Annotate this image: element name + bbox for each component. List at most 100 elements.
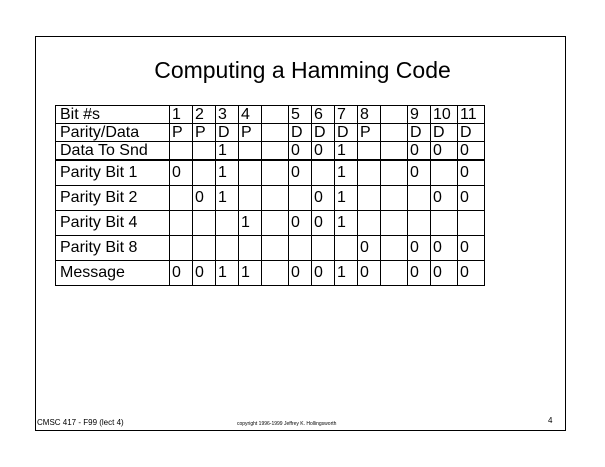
- bit-cell: [357, 185, 381, 211]
- spacer-cell: [261, 141, 289, 161]
- bit-cell: [357, 210, 381, 236]
- bit-cell: 1: [238, 210, 262, 236]
- spacer-cell: [380, 260, 408, 286]
- bit-cell: 1: [334, 159, 358, 186]
- bit-cell: [192, 210, 216, 236]
- bit-cell: [430, 159, 458, 186]
- spacer-cell: [261, 185, 289, 211]
- bit-cell: 0: [357, 235, 381, 261]
- bit-cell: D: [407, 123, 431, 142]
- bit-cell: [334, 235, 358, 261]
- bit-cell: 0: [311, 210, 335, 236]
- bit-cell: P: [169, 123, 193, 142]
- row-label: Bit #s: [55, 105, 170, 124]
- bit-cell: 0: [288, 260, 312, 286]
- bit-cell: [238, 235, 262, 261]
- spacer-cell: [380, 123, 408, 142]
- spacer-cell: [380, 141, 408, 161]
- bit-cell: 0: [407, 235, 431, 261]
- bit-cell: 0: [457, 260, 485, 286]
- spacer-cell: [380, 185, 408, 211]
- bit-cell: 1: [215, 185, 239, 211]
- row-label: Data To Snd: [55, 141, 170, 161]
- bit-cell: [238, 185, 262, 211]
- bit-cell: 0: [288, 210, 312, 236]
- bit-cell: 4: [238, 105, 262, 124]
- spacer-cell: [261, 235, 289, 261]
- bit-cell: 0: [407, 141, 431, 161]
- bit-cell: 8: [357, 105, 381, 124]
- bit-cell: 1: [334, 185, 358, 211]
- spacer-cell: [380, 235, 408, 261]
- bit-cell: 0: [407, 159, 431, 186]
- row-label: Message: [55, 260, 170, 286]
- bit-cell: P: [192, 123, 216, 142]
- bit-cell: 5: [288, 105, 312, 124]
- bit-cell: 1: [215, 260, 239, 286]
- bit-cell: 0: [430, 185, 458, 211]
- bit-cell: [311, 235, 335, 261]
- bit-cell: 0: [311, 260, 335, 286]
- slide-frame: [35, 36, 566, 431]
- page-number: 4: [548, 416, 553, 425]
- bit-cell: 7: [334, 105, 358, 124]
- bit-cell: [169, 185, 193, 211]
- bit-cell: 2: [192, 105, 216, 124]
- bit-cell: 11: [457, 105, 485, 124]
- bit-cell: [215, 235, 239, 261]
- bit-cell: [169, 235, 193, 261]
- bit-cell: [215, 210, 239, 236]
- course-footer: CMSC 417 - F99 (lect 4): [37, 418, 124, 427]
- spacer-cell: [380, 159, 408, 186]
- bit-cell: P: [238, 123, 262, 142]
- bit-cell: 0: [192, 185, 216, 211]
- bit-cell: 0: [407, 260, 431, 286]
- spacer-cell: [261, 260, 289, 286]
- bit-cell: 0: [311, 185, 335, 211]
- bit-cell: 1: [169, 105, 193, 124]
- bit-cell: [169, 141, 193, 161]
- bit-cell: 1: [334, 210, 358, 236]
- bit-cell: D: [311, 123, 335, 142]
- bit-cell: 0: [192, 260, 216, 286]
- bit-cell: 0: [357, 260, 381, 286]
- bit-cell: 0: [457, 185, 485, 211]
- bit-cell: [238, 159, 262, 186]
- bit-cell: [357, 141, 381, 161]
- bit-cell: [238, 141, 262, 161]
- bit-cell: 0: [311, 141, 335, 161]
- bit-cell: 10: [430, 105, 458, 124]
- bit-cell: [192, 141, 216, 161]
- row-label: Parity/Data: [55, 123, 170, 142]
- bit-cell: [169, 210, 193, 236]
- bit-cell: D: [334, 123, 358, 142]
- row-label: Parity Bit 1: [55, 159, 170, 186]
- copyright-footer: copyright 1996-1999 Jeffrey K. Hollingsw…: [237, 421, 337, 427]
- row-label: Parity Bit 8: [55, 235, 170, 261]
- bit-cell: 0: [169, 260, 193, 286]
- spacer-cell: [261, 105, 289, 124]
- bit-cell: 0: [288, 141, 312, 161]
- bit-cell: D: [457, 123, 485, 142]
- bit-cell: 1: [215, 159, 239, 186]
- spacer-cell: [261, 159, 289, 186]
- spacer-cell: [380, 105, 408, 124]
- spacer-cell: [261, 123, 289, 142]
- bit-cell: 0: [457, 235, 485, 261]
- row-label: Parity Bit 4: [55, 210, 170, 236]
- bit-cell: 1: [334, 260, 358, 286]
- bit-cell: 1: [215, 141, 239, 161]
- bit-cell: 0: [288, 159, 312, 186]
- bit-cell: 1: [334, 141, 358, 161]
- bit-cell: 0: [169, 159, 193, 186]
- spacer-cell: [261, 210, 289, 236]
- bit-cell: [407, 185, 431, 211]
- bit-cell: [288, 235, 312, 261]
- spacer-cell: [380, 210, 408, 236]
